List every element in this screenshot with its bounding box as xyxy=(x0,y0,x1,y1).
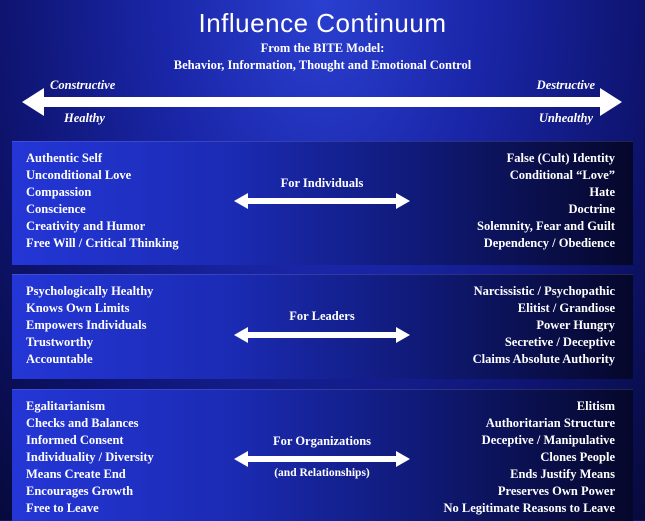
organizations-unhealthy-list: Elitism Authoritarian Structure Deceptiv… xyxy=(444,398,616,517)
leaders-label: For Leaders xyxy=(289,309,355,323)
list-item: False (Cult) Identity xyxy=(506,151,615,165)
list-item: Ends Justify Means xyxy=(510,467,615,481)
list-item: Authentic Self xyxy=(26,151,103,165)
diagram-subtitle: From the BITE Model: xyxy=(260,41,385,55)
list-item: Claims Absolute Authority xyxy=(472,352,615,366)
continuum-double-arrow xyxy=(22,88,622,116)
diagram-title: Influence Continuum xyxy=(198,8,447,38)
leaders-healthy-list: Psychologically Healthy Knows Own Limits… xyxy=(26,283,153,368)
list-item: Elitism xyxy=(576,399,615,413)
list-item: Solemnity, Fear and Guilt xyxy=(477,219,615,233)
list-item: Hate xyxy=(589,185,615,199)
list-item: Encourages Growth xyxy=(26,484,134,498)
list-item: Authoritarian Structure xyxy=(485,416,615,430)
unhealthy-label: Unhealthy xyxy=(538,111,593,125)
list-item: Creativity and Humor xyxy=(26,219,146,233)
list-item: Free to Leave xyxy=(26,501,99,515)
list-item: Doctrine xyxy=(568,202,615,216)
list-item: Compassion xyxy=(26,185,92,199)
list-item: Elitist / Grandiose xyxy=(517,301,615,315)
organizations-double-arrow xyxy=(234,451,410,467)
list-item: Deceptive / Manipulative xyxy=(481,433,615,447)
panel-leaders: Psychologically Healthy Knows Own Limits… xyxy=(12,274,633,379)
individuals-label: For Individuals xyxy=(280,176,364,190)
list-item: No Legitimate Reasons to Leave xyxy=(443,501,616,515)
list-item: Clones People xyxy=(540,450,615,464)
list-item: Accountable xyxy=(26,352,93,366)
list-item: Individuality / Diversity xyxy=(26,450,154,464)
leaders-double-arrow xyxy=(234,327,410,343)
list-item: Power Hungry xyxy=(536,318,615,332)
healthy-label: Healthy xyxy=(64,111,105,125)
constructive-label: Constructive xyxy=(50,78,116,92)
list-item: Unconditional Love xyxy=(26,168,132,182)
panel-organizations: Egalitarianism Checks and Balances Infor… xyxy=(12,389,633,521)
list-item: Egalitarianism xyxy=(26,399,106,413)
list-item: Knows Own Limits xyxy=(26,301,130,315)
individuals-double-arrow xyxy=(234,193,410,209)
list-item: Empowers Individuals xyxy=(26,318,147,332)
organizations-label: For Organizations xyxy=(272,434,372,448)
list-item: Free Will / Critical Thinking xyxy=(26,236,179,250)
list-item: Checks and Balances xyxy=(26,416,139,430)
list-item: Secretive / Deceptive xyxy=(504,335,615,349)
organizations-healthy-list: Egalitarianism Checks and Balances Infor… xyxy=(26,398,154,517)
list-item: Narcissistic / Psychopathic xyxy=(473,284,615,298)
destructive-label: Destructive xyxy=(536,78,595,92)
individuals-healthy-list: Authentic Self Unconditional Love Compas… xyxy=(26,150,179,252)
list-item: Trustworthy xyxy=(26,335,94,349)
list-item: Psychologically Healthy xyxy=(26,284,154,298)
diagram-subtitle-model: Behavior, Information, Thought and Emoti… xyxy=(173,58,472,72)
leaders-unhealthy-list: Narcissistic / Psychopathic Elitist / Gr… xyxy=(473,283,615,368)
list-item: Conscience xyxy=(26,202,86,216)
list-item: Means Create End xyxy=(26,467,126,481)
individuals-unhealthy-list: False (Cult) Identity Conditional “Love”… xyxy=(477,150,615,252)
list-item: Informed Consent xyxy=(26,433,124,447)
list-item: Dependency / Obedience xyxy=(483,236,615,250)
organizations-sublabel: (and Relationships) xyxy=(274,467,370,479)
list-item: Conditional “Love” xyxy=(509,168,615,182)
list-item: Preserves Own Power xyxy=(497,484,615,498)
panel-individuals: Authentic Self Unconditional Love Compas… xyxy=(12,141,633,265)
